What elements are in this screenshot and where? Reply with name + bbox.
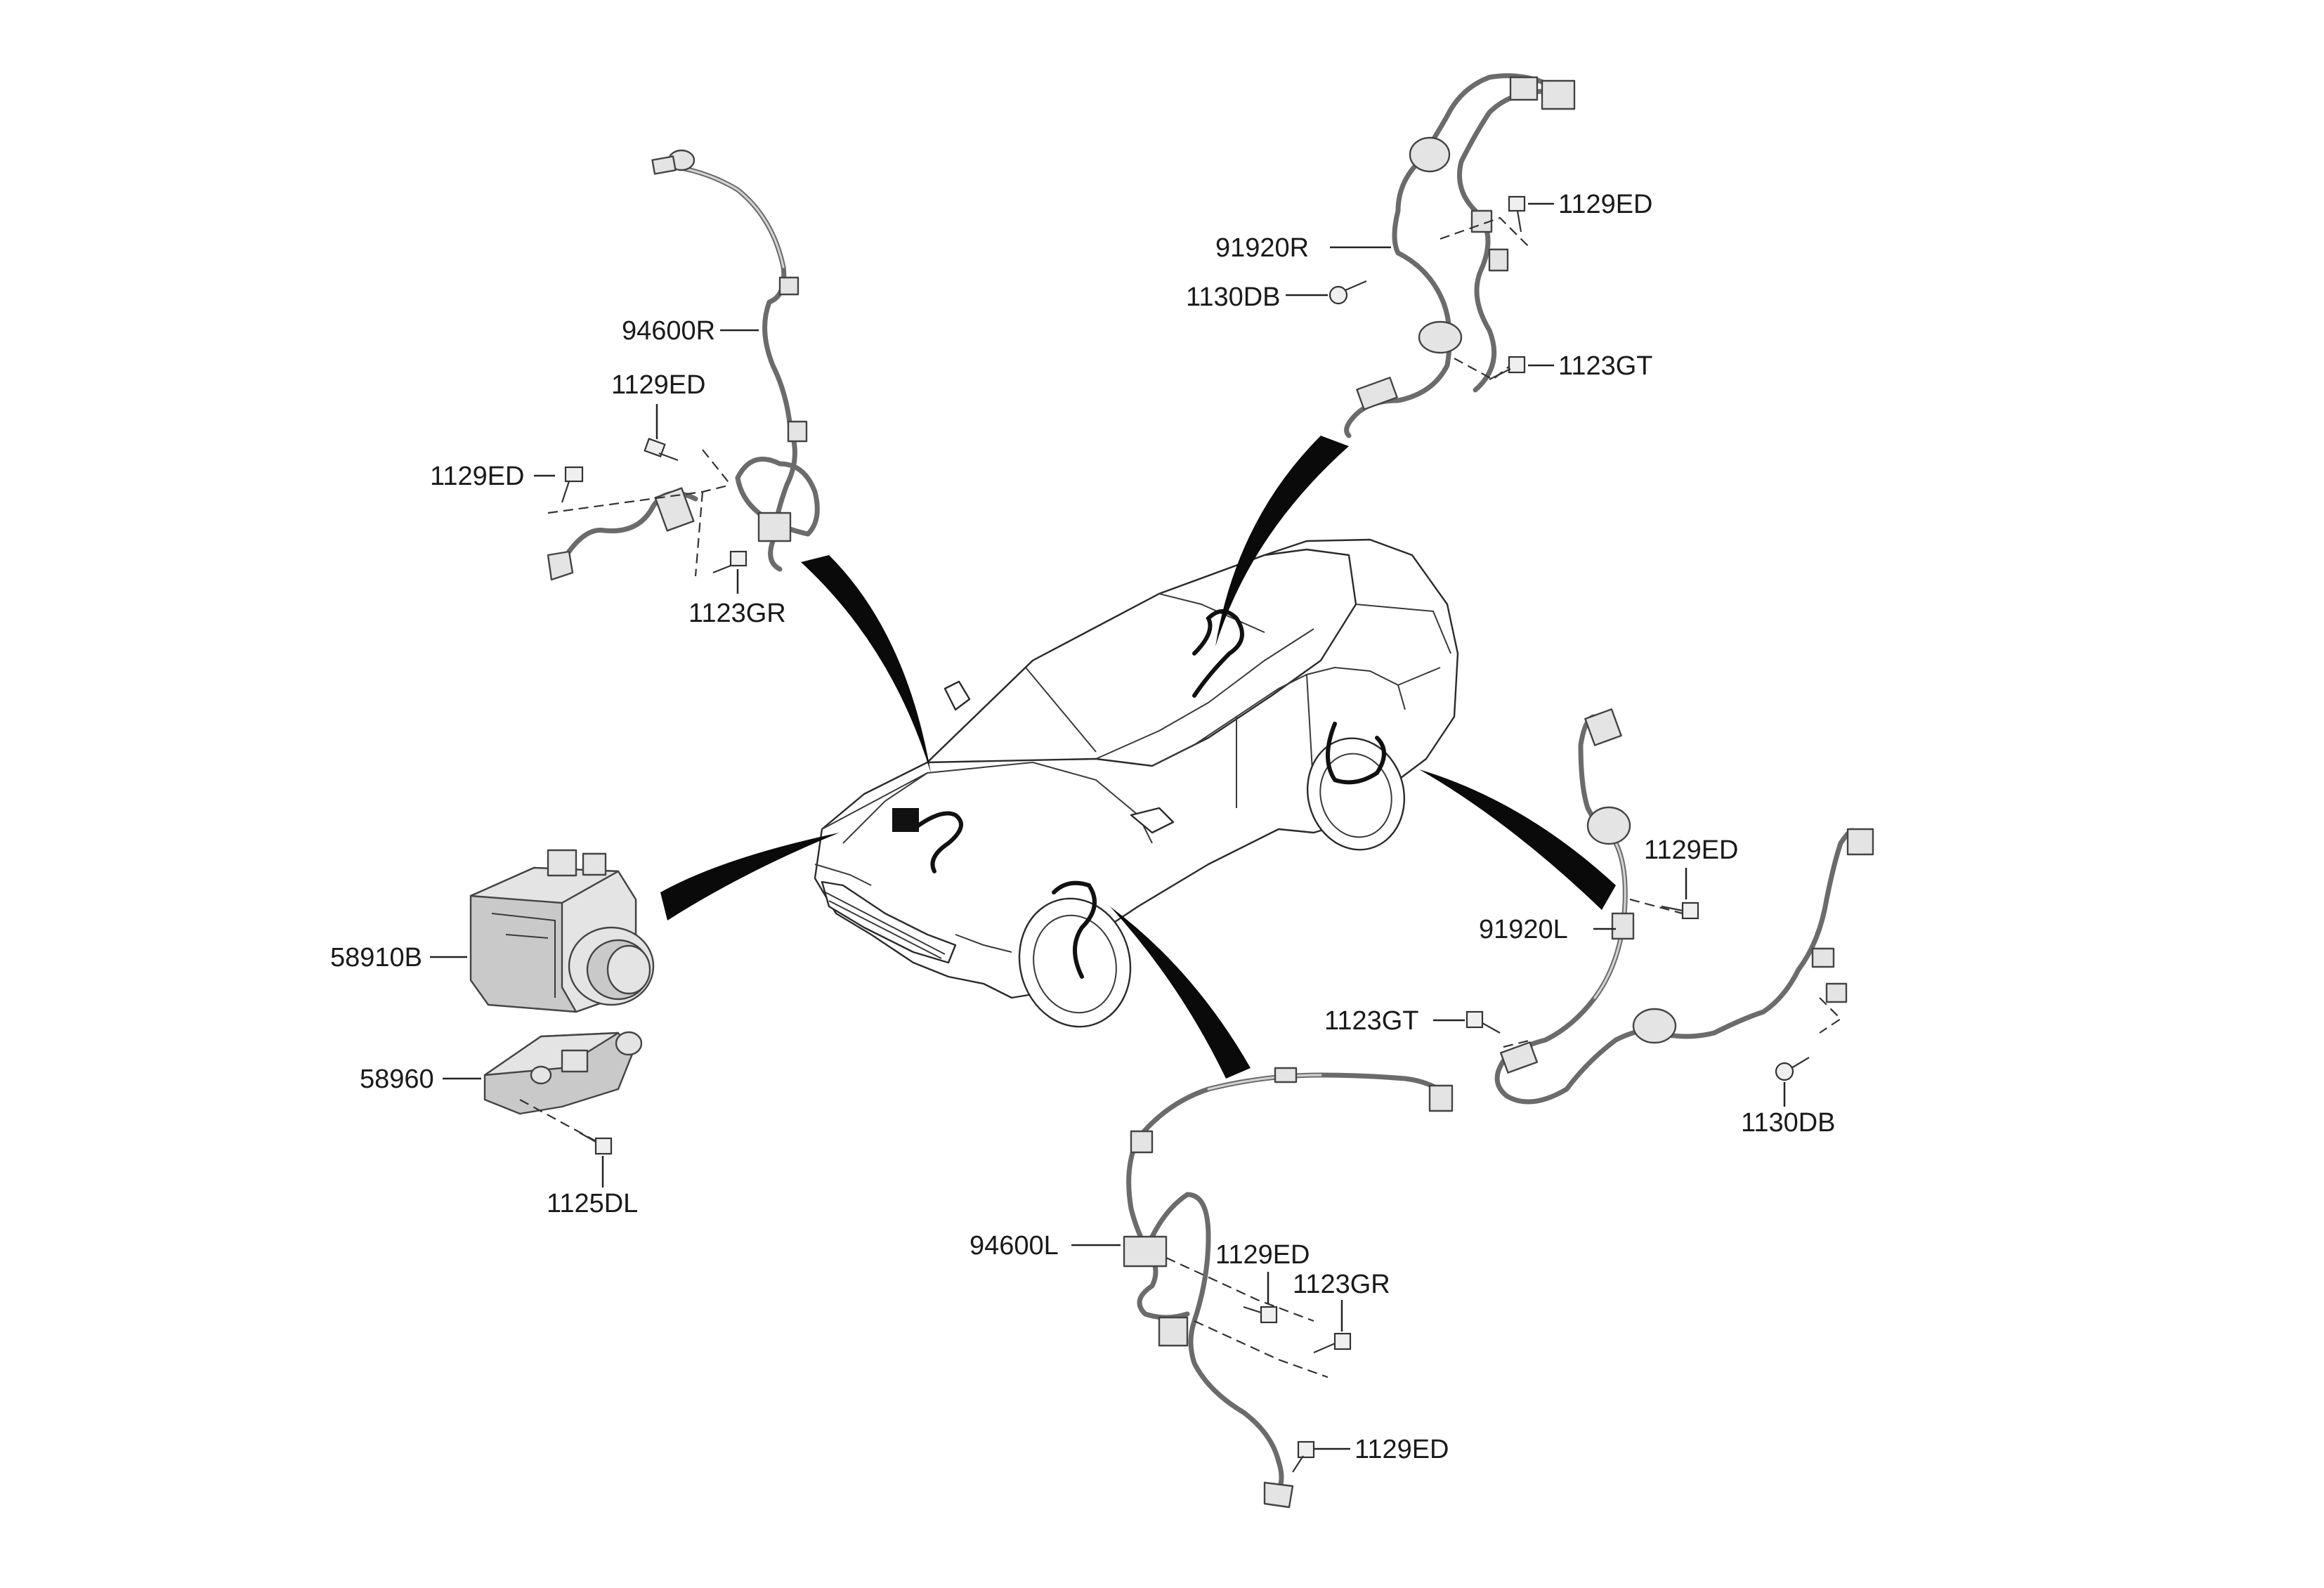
abs-module: [469, 849, 655, 1013]
label-1130DB-rr: 1130DB: [1186, 282, 1281, 312]
bolt-icon: [1243, 1306, 1278, 1324]
sensor-front-right: [547, 149, 820, 581]
label-91920L: 91920L: [1479, 915, 1568, 944]
bolt-icon: [712, 550, 748, 574]
bolt-icon: [1661, 902, 1699, 920]
label-1125DL: 1125DL: [547, 1189, 638, 1218]
label-94600R: 94600R: [622, 316, 715, 346]
label-1129ED-fr-1: 1129ED: [611, 370, 706, 400]
label-1123GT-rr: 1123GT: [1558, 351, 1652, 381]
harness-rear-right: [1344, 73, 1576, 438]
bolt-icon: [1292, 1440, 1315, 1473]
label-58910B: 58910B: [330, 943, 422, 972]
sensor-front-left: [1123, 1067, 1454, 1509]
abs-bracket: [483, 1031, 643, 1143]
bolt-icon: [1508, 195, 1526, 233]
label-1129ED-fl-2: 1129ED: [1354, 1435, 1449, 1464]
label-1130DB-rl: 1130DB: [1741, 1108, 1836, 1138]
harness-rear-left: [1494, 708, 1874, 1105]
bolt-icon: [1313, 1332, 1352, 1354]
label-1129ED-fl-1: 1129ED: [1215, 1240, 1310, 1270]
label-1123GR-fr: 1123GR: [688, 599, 786, 628]
label-1123GR-fl: 1123GR: [1293, 1270, 1390, 1299]
label-91920R: 91920R: [1215, 233, 1309, 263]
bolt-icon: [644, 438, 679, 462]
label-1129ED-rr: 1129ED: [1558, 190, 1653, 219]
bolt-icon: [561, 466, 584, 503]
label-58960: 58960: [360, 1065, 434, 1094]
label-1129ED-fr-2: 1129ED: [430, 462, 525, 491]
label-1123GT-rl: 1123GT: [1324, 1006, 1418, 1036]
label-94600L: 94600L: [970, 1231, 1059, 1261]
bolt-icon: [1329, 280, 1367, 305]
bolt-icon: [1489, 356, 1526, 380]
bolt-icon: [1775, 1057, 1810, 1081]
callout-wedges: [660, 436, 1616, 1079]
car-illustration: [814, 538, 1459, 1028]
bolt-icon: [579, 1132, 613, 1155]
bolt-icon: [1465, 1010, 1501, 1034]
label-1129ED-rl: 1129ED: [1644, 835, 1739, 865]
